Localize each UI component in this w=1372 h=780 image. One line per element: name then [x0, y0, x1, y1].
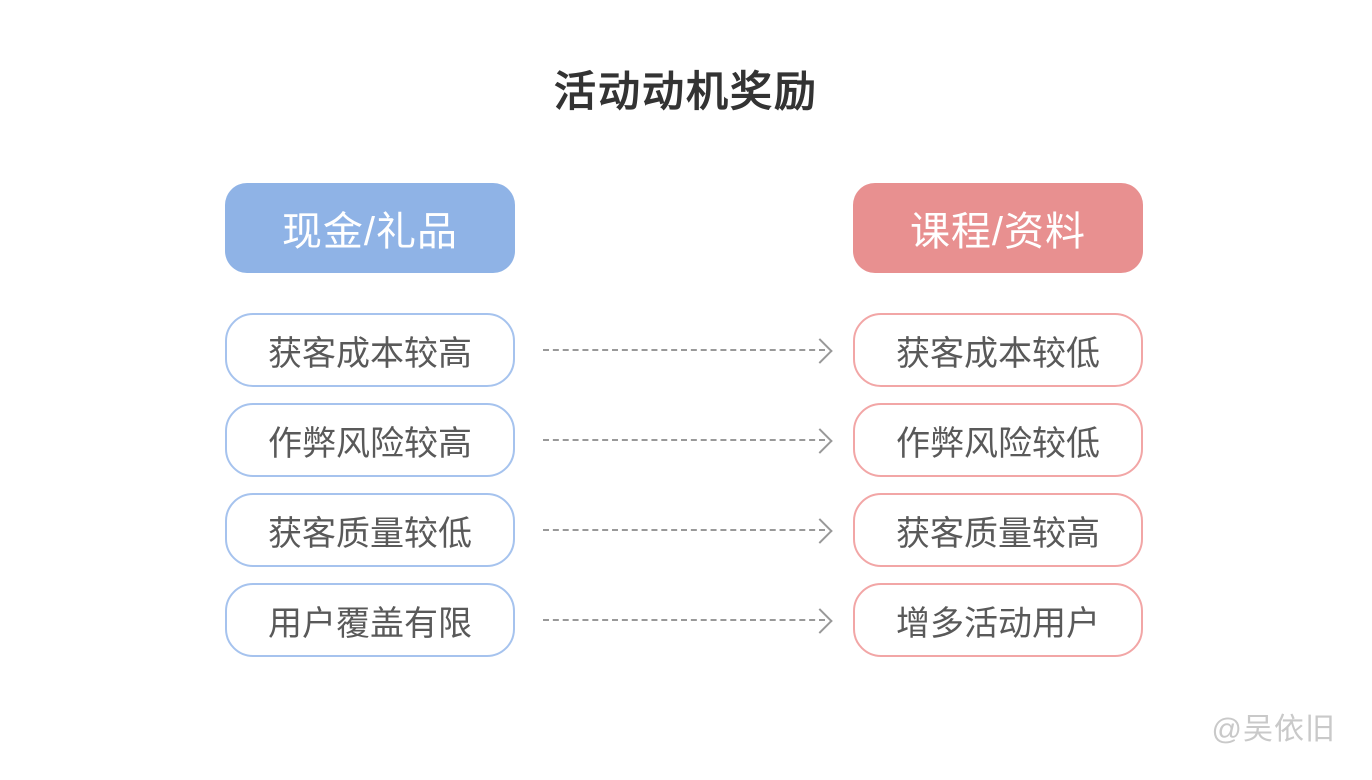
- right-item-4: 增多活动用户: [853, 583, 1143, 657]
- dashed-arrow-1: [543, 349, 825, 351]
- dashed-arrow-4: [543, 619, 825, 621]
- comparison-columns: 现金/礼品 获客成本较高 作弊风险较高 获客质量较低 用户覆盖有限 课程/资料 …: [225, 183, 1143, 673]
- dashed-arrow-2: [543, 439, 825, 441]
- left-item-4: 用户覆盖有限: [225, 583, 515, 657]
- right-column-header: 课程/资料: [853, 183, 1143, 273]
- left-item-1: 获客成本较高: [225, 313, 515, 387]
- arrow-column: [515, 183, 853, 673]
- right-item-3: 获客质量较高: [853, 493, 1143, 567]
- left-column: 现金/礼品 获客成本较高 作弊风险较高 获客质量较低 用户覆盖有限: [225, 183, 515, 673]
- watermark: @吴依旧: [1211, 713, 1336, 746]
- left-item-2: 作弊风险较高: [225, 403, 515, 477]
- page-title: 活动动机奖励: [553, 68, 818, 115]
- left-item-3: 获客质量较低: [225, 493, 515, 567]
- right-item-1: 获客成本较低: [853, 313, 1143, 387]
- left-column-header: 现金/礼品: [225, 183, 515, 273]
- right-column: 课程/资料 获客成本较低 作弊风险较低 获客质量较高 增多活动用户: [853, 183, 1143, 673]
- dashed-arrow-3: [543, 529, 825, 531]
- right-item-2: 作弊风险较低: [853, 403, 1143, 477]
